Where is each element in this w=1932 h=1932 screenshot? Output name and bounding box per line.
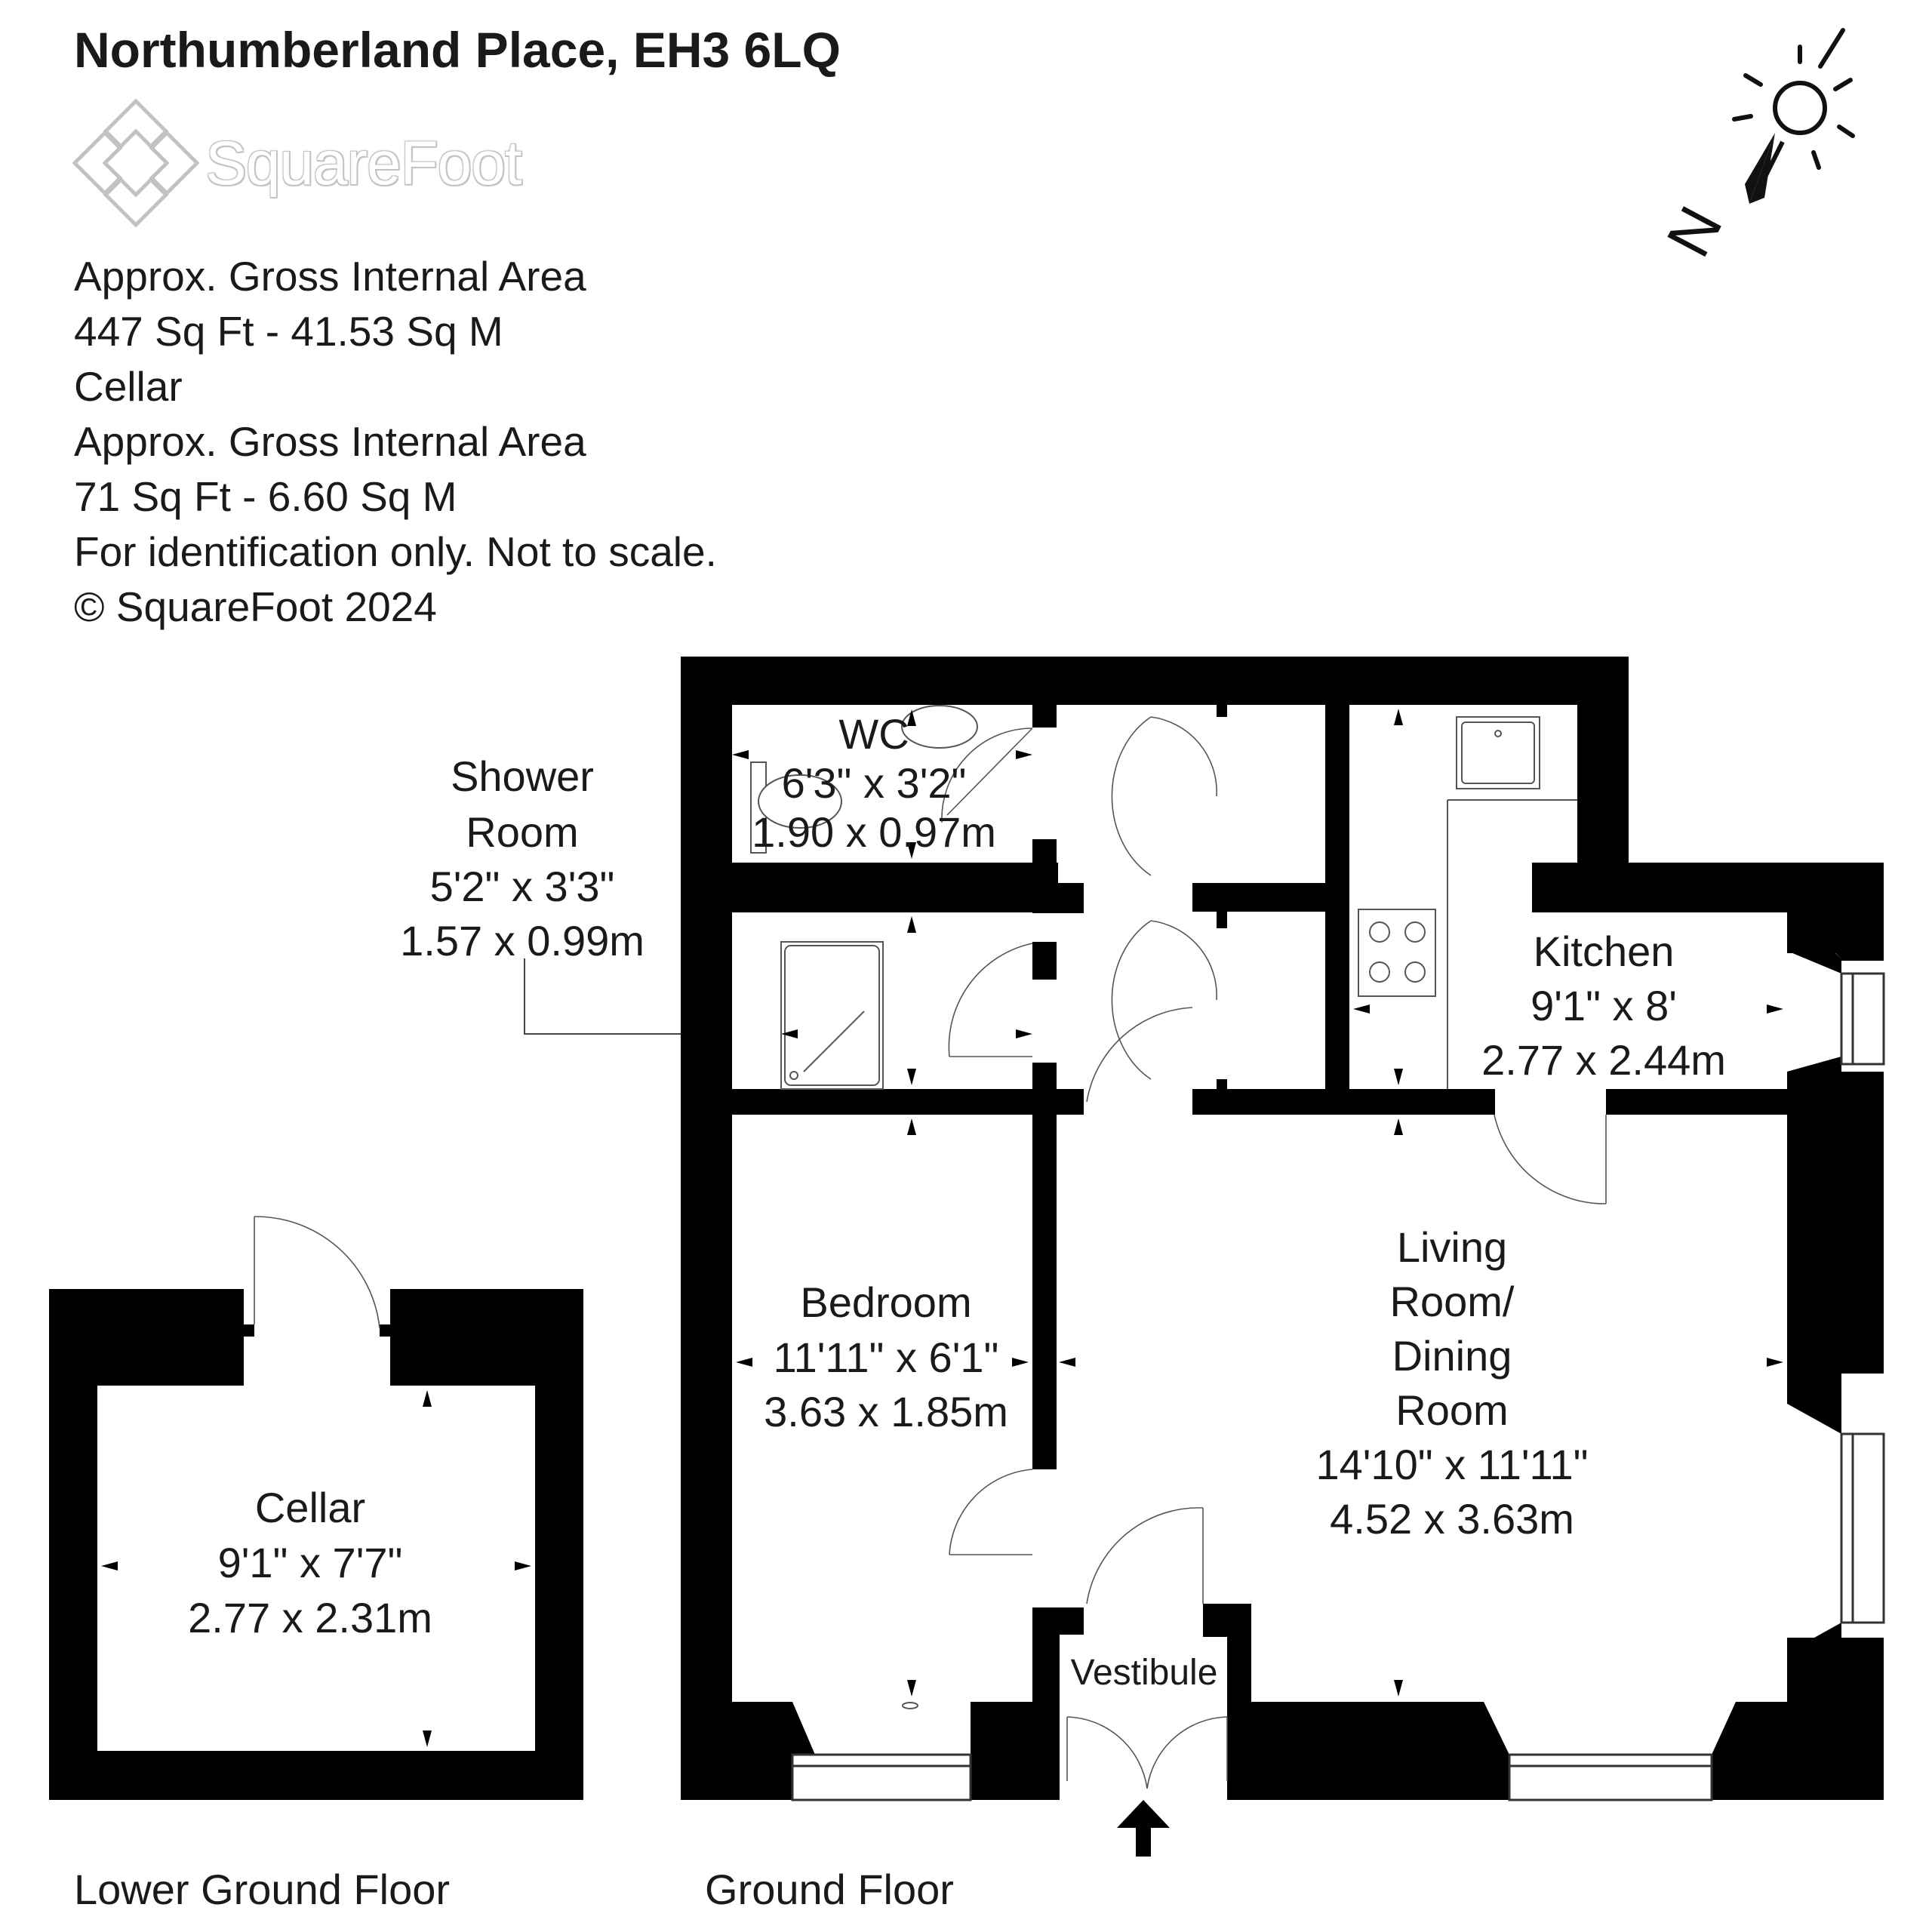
wc-imperial: 6'3" x 3'2" bbox=[782, 759, 967, 807]
shower-metric: 1.57 x 0.99m bbox=[400, 917, 645, 964]
ground-floor-walls bbox=[681, 657, 1884, 1800]
shower-name-line2: Room bbox=[466, 808, 578, 856]
page-title: Northumberland Place, EH3 6LQ bbox=[74, 22, 841, 78]
info-line: © SquareFoot 2024 bbox=[74, 583, 437, 630]
bedroom-imperial: 11'11" x 6'1" bbox=[774, 1334, 999, 1381]
brand-name: SquareFoot bbox=[205, 129, 521, 198]
sun-compass-icon: N bbox=[1654, 28, 1855, 268]
door bbox=[941, 716, 1607, 1789]
info-line: 71 Sq Ft - 6.60 Sq M bbox=[74, 473, 457, 520]
living-name-line4: Room bbox=[1395, 1386, 1508, 1434]
living-metric: 4.52 x 3.63m bbox=[1330, 1495, 1574, 1543]
wc-metric: 1.90 x 0.97m bbox=[752, 808, 996, 856]
shower-imperial: 5'2" x 3'3" bbox=[430, 863, 615, 910]
cellar-imperial: 9'1" x 7'7" bbox=[218, 1539, 403, 1586]
kitchen-metric: 2.77 x 2.44m bbox=[1481, 1036, 1726, 1084]
logo-mark-icon bbox=[72, 98, 200, 228]
vestibule-name: Vestibule bbox=[1071, 1653, 1218, 1693]
floor-label-ground: Ground Floor bbox=[705, 1866, 954, 1913]
entrance-arrow-icon bbox=[1117, 1800, 1170, 1857]
living-name-line2: Room/ bbox=[1390, 1278, 1515, 1325]
floor-label-lower-ground: Lower Ground Floor bbox=[74, 1866, 450, 1913]
squarefoot-logo bbox=[72, 98, 200, 228]
cellar-dimension-arrows bbox=[101, 1390, 531, 1747]
bedroom-name: Bedroom bbox=[800, 1278, 971, 1326]
cellar-metric: 2.77 x 2.31m bbox=[188, 1594, 432, 1641]
cellar-walls bbox=[49, 1289, 583, 1800]
bedroom-metric: 3.63 x 1.85m bbox=[764, 1388, 1008, 1435]
info-line: For identification only. Not to scale. bbox=[74, 528, 717, 575]
info-line: Approx. Gross Internal Area bbox=[74, 418, 586, 465]
info-line: 447 Sq Ft - 41.53 Sq M bbox=[74, 308, 503, 355]
dimension-arrows bbox=[732, 709, 1783, 1697]
kitchen-name: Kitchen bbox=[1534, 928, 1675, 975]
wc-name: WC bbox=[838, 710, 909, 758]
living-name-line1: Living bbox=[1397, 1223, 1507, 1271]
area-info: Approx. Gross Internal Area 447 Sq Ft - … bbox=[74, 249, 717, 635]
north-label: N bbox=[1654, 196, 1736, 268]
living-imperial: 14'10" x 11'11" bbox=[1315, 1441, 1588, 1488]
fixtures bbox=[750, 705, 1577, 1709]
living-name-line3: Dining bbox=[1392, 1332, 1512, 1380]
window bbox=[791, 972, 1885, 1801]
cellar-name: Cellar bbox=[255, 1484, 365, 1531]
kitchen-imperial: 9'1" x 8' bbox=[1531, 982, 1677, 1029]
shower-name-line1: Shower bbox=[451, 752, 594, 800]
info-line: Cellar bbox=[74, 363, 183, 410]
cellar-door bbox=[254, 1216, 380, 1329]
info-line: Approx. Gross Internal Area bbox=[74, 253, 586, 300]
